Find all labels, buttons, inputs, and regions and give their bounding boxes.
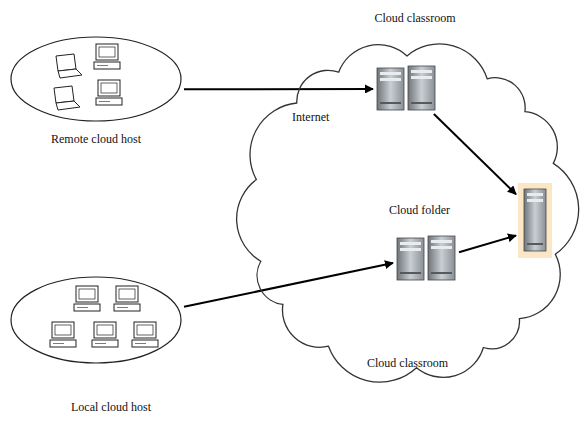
folder-shape xyxy=(518,183,552,258)
laptop-icon xyxy=(54,86,80,110)
desktop-icon xyxy=(96,80,122,105)
servers-node: Cloud classroom xyxy=(350,236,465,374)
desktop-icon xyxy=(114,286,140,311)
arrow-connector xyxy=(184,88,373,90)
server-tower xyxy=(397,238,424,280)
node-label: Cloud classroom xyxy=(360,11,470,25)
cloud-outline xyxy=(237,44,579,382)
server-tower xyxy=(377,68,404,110)
arrow-connector xyxy=(184,263,393,307)
desktop-icon xyxy=(94,44,120,69)
node-label: Remote cloud host xyxy=(10,132,182,146)
remote-shape xyxy=(10,36,182,122)
desktop-icon xyxy=(132,322,158,347)
laptop-icon xyxy=(56,54,82,78)
node-label: Internet xyxy=(292,110,372,124)
local-node: Local cloud host xyxy=(10,276,182,418)
servers-shape xyxy=(395,236,457,290)
arrow-connector xyxy=(459,236,516,253)
desktop-icon xyxy=(74,286,100,311)
host-group-ellipse xyxy=(11,277,181,363)
servers-node: Cloud classroom xyxy=(360,8,470,116)
node-label: Cloud folder xyxy=(389,203,507,217)
desktop-icon xyxy=(50,322,76,347)
server-tower xyxy=(408,66,435,110)
host-group-ellipse xyxy=(11,37,181,121)
desktop-icon xyxy=(92,322,118,347)
cloud-node: InternetCloud classroomCloud folderCloud… xyxy=(230,30,585,395)
server-tower xyxy=(428,236,455,280)
node-label: Cloud classroom xyxy=(350,356,465,370)
remote-node: Remote cloud host xyxy=(10,36,182,152)
server-tower xyxy=(524,189,546,251)
local-shape xyxy=(10,276,182,364)
servers-shape xyxy=(375,66,437,112)
arrow-connector xyxy=(434,114,516,194)
node-label: Local cloud host xyxy=(40,400,182,414)
